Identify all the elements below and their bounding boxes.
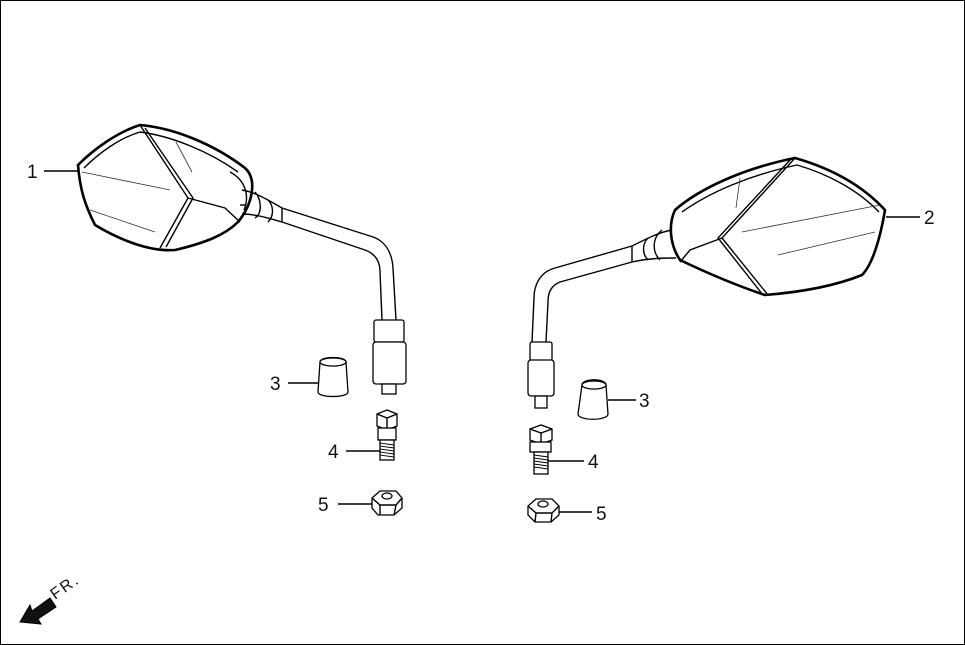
right-mirror-stem-joint [653,229,663,261]
right-mirror-reflection-line [741,204,881,233]
left-mirror-rim [83,131,239,173]
right-mirror-rim [681,164,880,213]
left-mirror-housing [76,123,254,252]
right-mirror-sleeve [527,359,555,397]
right-nut-part [527,498,560,523]
left-mirror-stem [241,189,397,321]
right-mirror-reflection-line-2 [777,231,876,256]
callout-2-right-mirror: 2 [924,208,935,229]
right-mirror-stem-lower [545,257,677,343]
front-direction-label: FR. [48,571,84,603]
callout-3-left-cover: 3 [270,374,281,395]
left-mirror-glass-inner [144,127,194,248]
left-adapter-bolt-part [376,409,398,461]
right-mirror-stem-ring [642,237,649,261]
left-mirror-reflection-line [81,171,171,191]
left-mirror-highlight [175,141,193,173]
left-mirror-stem-lower [241,213,383,321]
right-mirror-glass-edge [721,157,796,296]
right-mirror-sleeve-upper [529,341,553,363]
left-mirror-pin [381,383,397,395]
right-mirror-stem [531,229,673,343]
left-mirror-stem-joint [254,191,261,219]
front-direction-arrow-icon [19,597,57,625]
left-cover-part [317,356,349,398]
right-mirror-highlight [735,177,741,209]
right-mirror-housing [669,156,887,297]
left-mirror-sleeve [372,341,407,385]
callout-4-right-adapter-bolt: 4 [588,452,599,473]
right-mirror-assembly [527,156,887,409]
callout-5-left-nut: 5 [318,495,329,516]
right-mirror-glass-inner [717,159,791,296]
callout-4-left-adapter-bolt: 4 [328,442,339,463]
left-mirror-back-seam [187,197,241,223]
left-mirror-pivot-cover [229,171,248,211]
left-mirror-assembly [76,123,407,395]
right-mirror-pin [534,395,548,409]
callout-1-left-mirror: 1 [27,162,38,183]
left-nut-part [371,490,403,516]
right-mirror-back-seam [679,237,723,263]
right-cover-part [577,379,609,420]
callout-3-right-cover: 3 [639,391,650,412]
front-direction-indicator: FR. [19,571,84,625]
left-mirror-stem-ring [267,199,274,223]
right-adapter-bolt-part [529,424,553,475]
left-mirror-reflection-line-2 [89,209,156,233]
left-mirror-sleeve-upper [373,319,405,343]
leader-lines [44,170,920,513]
callout-5-right-nut: 5 [596,504,607,525]
